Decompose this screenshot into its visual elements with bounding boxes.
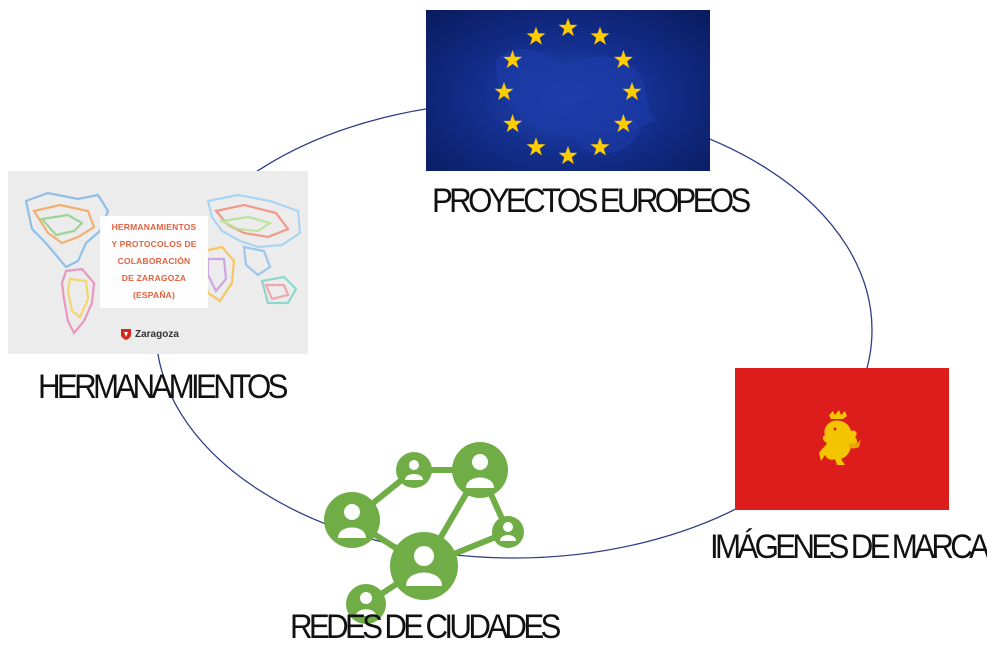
zaragoza-logo-text: Zaragoza (135, 328, 179, 340)
eu-star-icon (613, 50, 633, 69)
twinning-title-line: HERMANAMIENTOS (111, 222, 197, 232)
twinning-title-box: HERMANAMIENTOS Y PROTOCOLOS DE COLABORAC… (100, 216, 208, 308)
twinning-title-line: (ESPAÑA) (132, 290, 176, 300)
twinning-title-line: Y PROTOCOLOS DE (111, 239, 197, 249)
aragon-lion-flag-icon (819, 410, 861, 465)
eu-star-icon (503, 50, 523, 69)
eu-star-icon (494, 82, 514, 101)
twinning-title-line: COLABORACIÓN (117, 256, 191, 266)
label-city-networks: REDES DE CIUDADES (290, 608, 561, 646)
label-brand-images: IMÁGENES DE MARCA (710, 528, 987, 566)
zaragoza-logo: Zaragoza (120, 327, 179, 341)
twinning-card-image: HERMANAMIENTOS Y PROTOCOLOS DE COLABORAC… (8, 171, 308, 354)
people-network-icon (324, 442, 524, 624)
label-twinnings: HERMANAMIENTOS (38, 368, 289, 406)
label-eu-projects: PROYECTOS EUROPEOS (432, 182, 751, 220)
eu-star-icon (590, 137, 610, 156)
eu-star-icon (590, 26, 610, 45)
eu-star-icon (526, 137, 546, 156)
eu-star-icon (558, 18, 578, 37)
aragon-flag-image (735, 368, 949, 510)
world-map-icon (24, 191, 302, 335)
eu-star-icon (558, 146, 578, 165)
eu-flag-image (426, 10, 710, 171)
eu-star-icon (526, 26, 546, 45)
eu-star-icon (613, 114, 633, 133)
eu-star-icon (622, 82, 642, 101)
eu-star-icon (503, 114, 523, 133)
twinning-title-line: DE ZARAGOZA (121, 273, 187, 283)
eu-flag-icon (494, 18, 656, 165)
zaragoza-shield-icon (121, 328, 131, 340)
